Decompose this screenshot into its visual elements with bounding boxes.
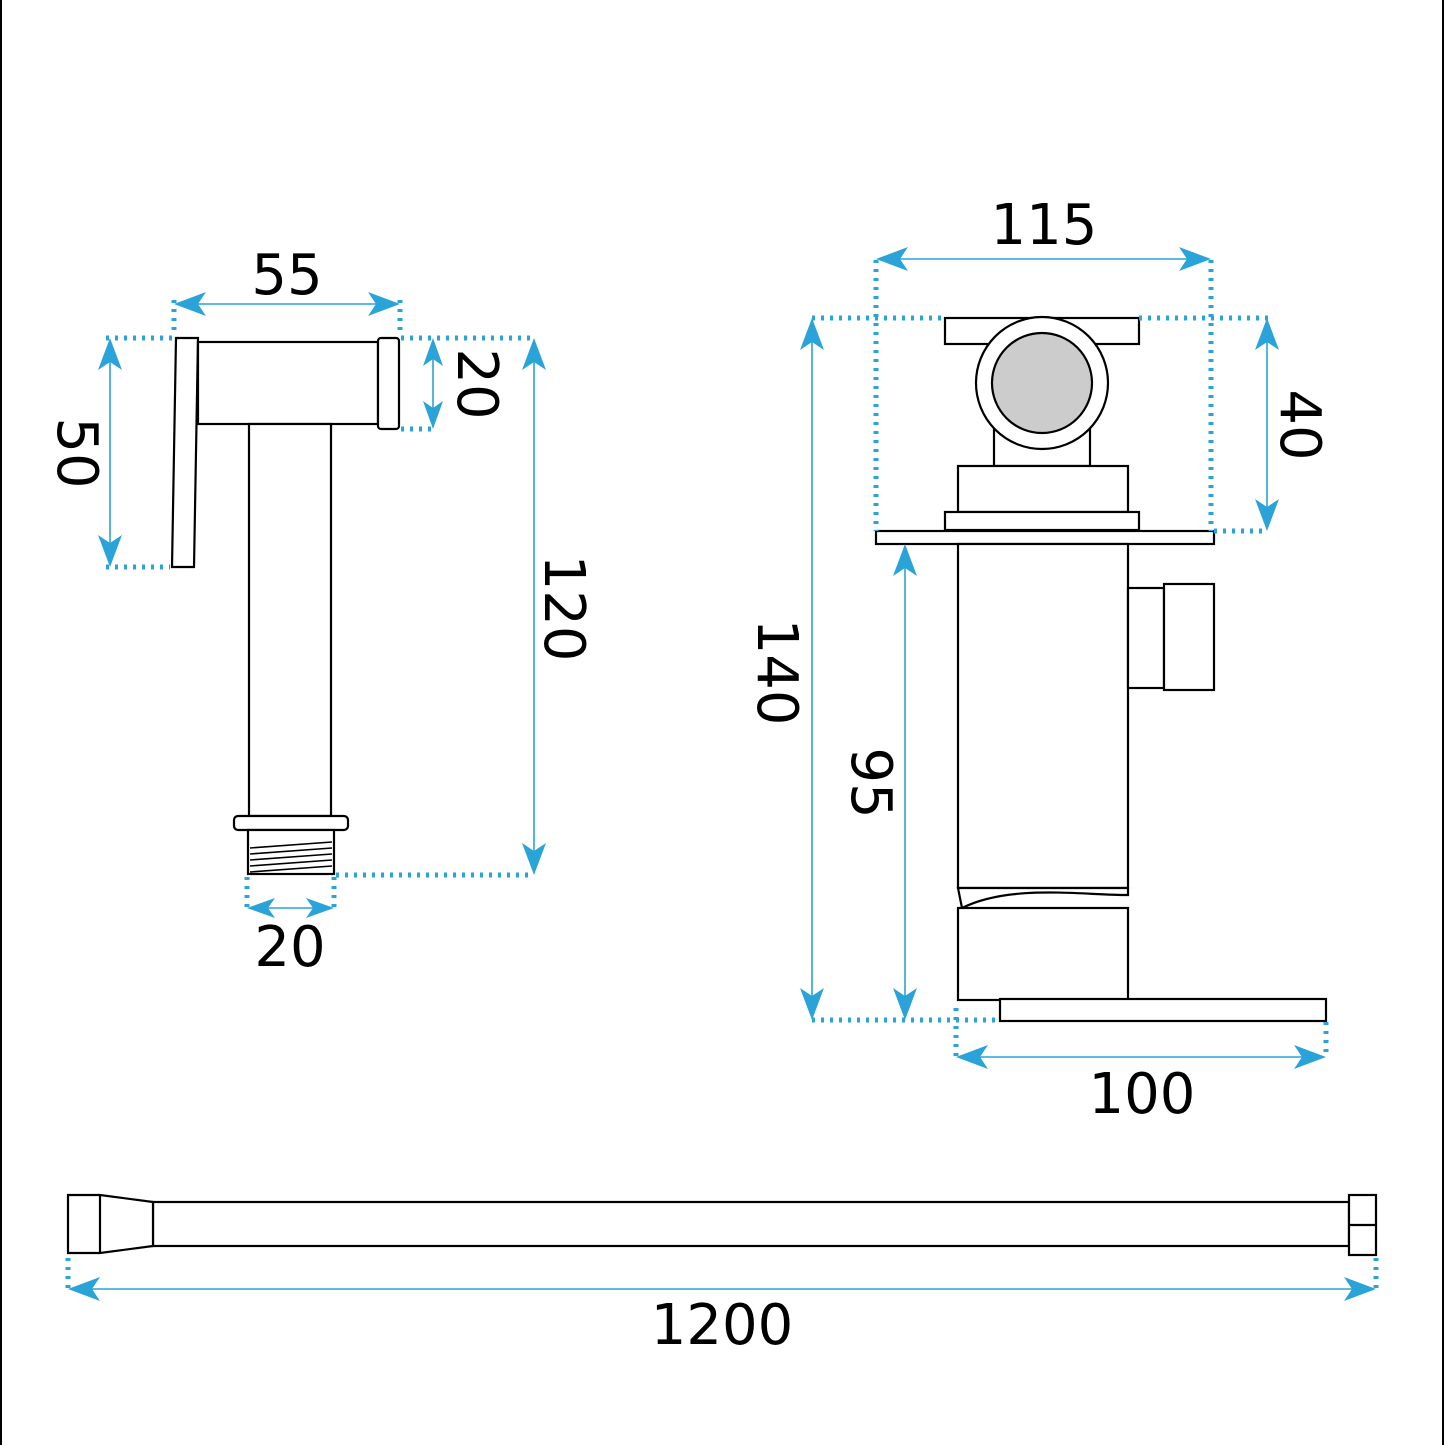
angle-valve bbox=[874, 315, 1328, 1023]
label-hose-length: 1200 bbox=[651, 1293, 794, 1358]
label-valve-width: 115 bbox=[991, 193, 1098, 258]
valve-outlet-connector bbox=[1126, 586, 1166, 690]
dim-hose-length: 1200 bbox=[65, 1258, 1379, 1358]
label-valve-handle-length: 100 bbox=[1089, 1062, 1196, 1127]
dim-sprayer-total-height: 120 bbox=[336, 338, 596, 878]
label-sprayer-lever-height: 50 bbox=[44, 417, 109, 488]
label-sprayer-total-height: 120 bbox=[531, 555, 596, 662]
dim-sprayer-lever-height: 50 bbox=[44, 335, 172, 570]
valve-upper-flange bbox=[943, 510, 1141, 532]
sprayer-head bbox=[196, 340, 380, 426]
dim-valve-total-height: 140 bbox=[744, 318, 1000, 1023]
label-sprayer-nozzle-height: 20 bbox=[444, 348, 509, 419]
dim-valve-width: 115 bbox=[873, 193, 1214, 531]
valve-lower-block bbox=[956, 906, 1130, 1002]
sprayer-handle bbox=[247, 422, 333, 818]
label-valve-total-height: 140 bbox=[744, 619, 809, 726]
sprayer-nozzle-cap bbox=[376, 336, 401, 431]
dim-valve-handle-length: 100 bbox=[953, 1008, 1329, 1127]
hose-corrugated-tube bbox=[151, 1200, 1351, 1248]
valve-outlet-thread bbox=[1162, 582, 1216, 692]
hand-sprayer bbox=[170, 336, 401, 876]
dim-valve-body-height: 95 bbox=[838, 544, 917, 1020]
label-sprayer-thread-width: 20 bbox=[254, 915, 325, 980]
valve-handle bbox=[998, 997, 1328, 1023]
valve-upper-rosette bbox=[874, 529, 1216, 546]
label-valve-top-height: 40 bbox=[1267, 389, 1332, 460]
dim-sprayer-width: 55 bbox=[171, 243, 403, 336]
valve-cap bbox=[990, 331, 1094, 435]
label-valve-body-height: 95 bbox=[838, 747, 903, 818]
dim-sprayer-thread-width: 20 bbox=[244, 877, 337, 980]
label-sprayer-width: 55 bbox=[251, 243, 322, 308]
sprayer-lever bbox=[170, 336, 200, 569]
valve-upper-block bbox=[956, 464, 1130, 514]
sprayer-thread-base bbox=[246, 828, 336, 876]
hose bbox=[66, 1193, 1378, 1257]
dim-sprayer-nozzle-height: 20 bbox=[401, 335, 530, 432]
valve-body bbox=[956, 542, 1130, 890]
dim-valve-top-height: 40 bbox=[812, 315, 1332, 534]
sprayer-thread-lines bbox=[249, 841, 333, 873]
hose-left-cone-fitting bbox=[66, 1193, 155, 1255]
sprayer-collar bbox=[232, 814, 350, 832]
valve-lower-curve bbox=[956, 886, 1130, 910]
